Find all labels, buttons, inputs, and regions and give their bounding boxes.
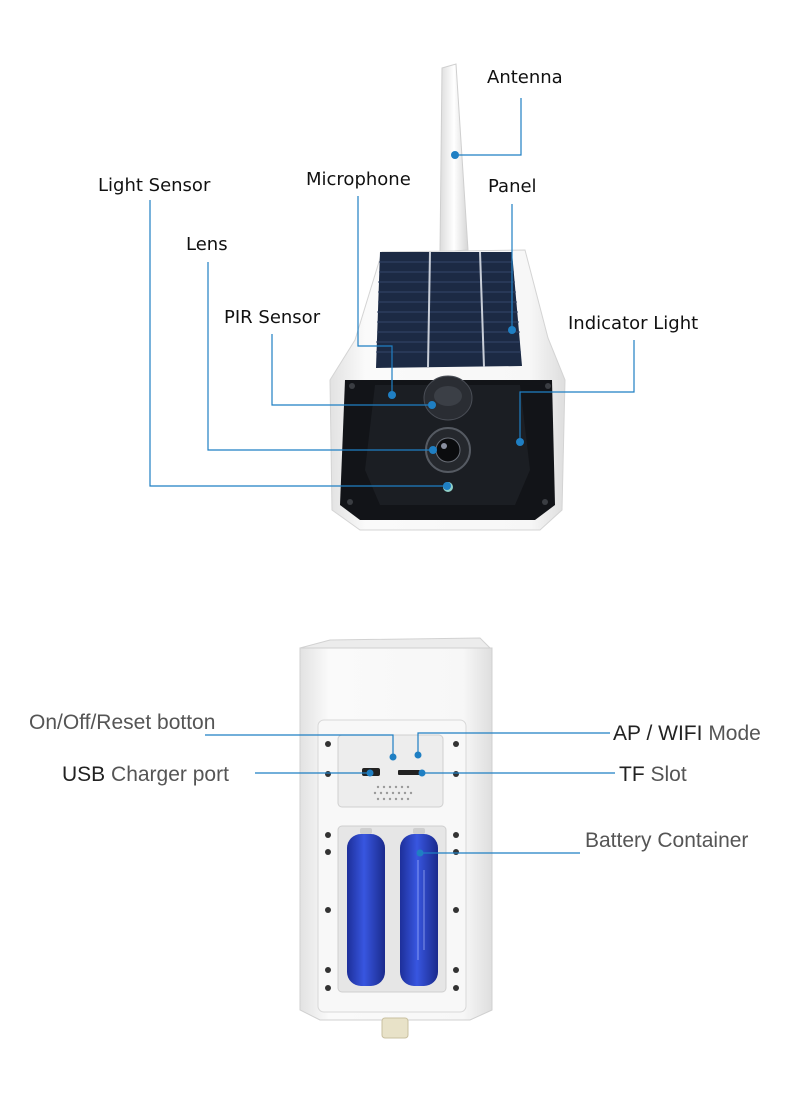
- light-sensor-dot: [443, 482, 451, 490]
- lens-leader: [207, 262, 433, 451]
- back-camera: [299, 637, 493, 1039]
- indicator-dot: [516, 438, 524, 446]
- label-antenna: Antenna: [487, 67, 563, 88]
- label-pir-sensor: PIR Sensor: [224, 307, 321, 328]
- pir-dot: [428, 401, 436, 409]
- microphone-dot: [388, 391, 396, 399]
- power-leader: [205, 734, 394, 757]
- lens-dot: [429, 446, 437, 454]
- label-microphone: Microphone: [306, 169, 411, 190]
- front-camera: [329, 63, 566, 531]
- label-panel: Panel: [488, 176, 537, 197]
- battery-left: [347, 834, 385, 986]
- label-usb-charger: USB Charger port: [62, 763, 229, 786]
- label-lens: Lens: [186, 234, 228, 255]
- bottom-leader-lines: [205, 732, 615, 854]
- tf-slot-part: [398, 770, 420, 775]
- solar-panel: [376, 251, 522, 368]
- control-panel: [337, 734, 444, 808]
- antenna-leader: [455, 98, 522, 156]
- bottom-leader-dots: [366, 751, 426, 857]
- label-battery-container: Battery Container: [585, 829, 749, 852]
- label-tf-slot: TF Slot: [619, 763, 687, 786]
- label-power-button: On/Off/Reset botton: [29, 711, 216, 734]
- panel-dot: [508, 326, 516, 334]
- speaker-grille: [373, 785, 413, 801]
- light-sensor-leader: [149, 200, 447, 487]
- mount-screw: [381, 1017, 409, 1039]
- ap-wifi-leader: [417, 732, 610, 755]
- battery-right: [400, 834, 438, 986]
- microphone-leader: [357, 196, 393, 395]
- top-leader-dots: [388, 151, 524, 490]
- pir-leader: [271, 334, 432, 406]
- top-leader-lines: [149, 98, 635, 487]
- antenna-dot: [451, 151, 459, 159]
- label-light-sensor: Light Sensor: [98, 175, 211, 196]
- indicator-leader: [519, 340, 635, 440]
- label-indicator-light: Indicator Light: [568, 313, 699, 334]
- label-ap-wifi-mode: AP / WIFI Mode: [613, 722, 761, 745]
